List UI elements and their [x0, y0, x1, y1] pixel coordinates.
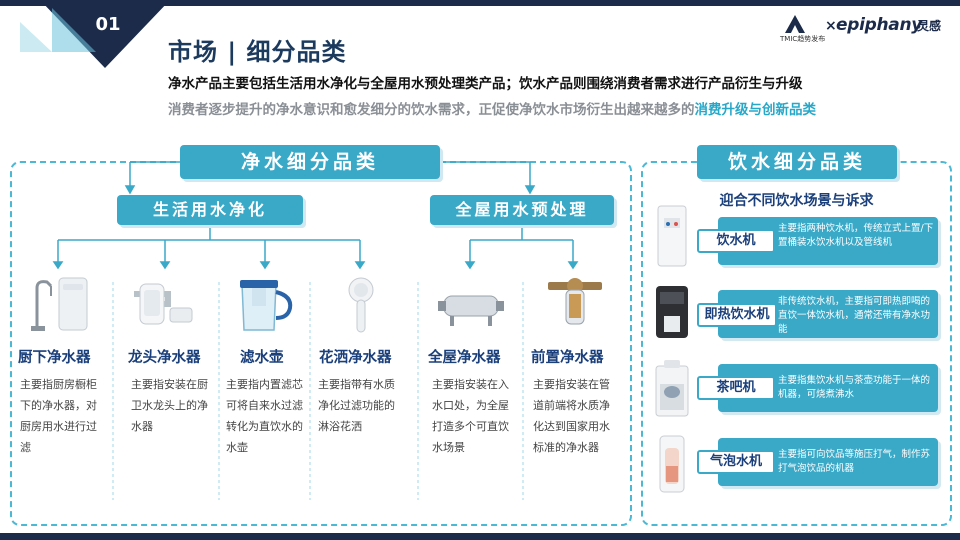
section-corner-decoration: [20, 0, 170, 68]
whole-house-purifier-icon: [438, 295, 504, 326]
drinking-desc-tea-bar: 主要指集饮水机与茶壶功能于一体的机器，可烧煮沸水: [778, 375, 931, 400]
instant-hot-dispenser-icon: [656, 286, 688, 338]
group-whole-house: 全屋用水预处理: [430, 195, 614, 225]
subtitle-line-1: 净水产品主要包括生活用水净化与全屋用水预处理类产品；饮水产品则围绕消费者需求进行…: [168, 76, 803, 92]
drinking-label-dispenser: 饮水机: [697, 229, 775, 253]
product-desc-pitcher: 主要指内置滤芯可将自来水过滤转化为直饮水的水壶: [226, 378, 303, 454]
drinking-card-soda: 主要指可向饮品等施压打气，制作苏打气泡饮品的机器: [718, 438, 938, 486]
product-desc-under-sink: 主要指厨房橱柜下的净水器，对厨房用水进行过滤: [20, 378, 97, 454]
drinking-subheader: 迎合不同饮水场景与诉求: [719, 193, 874, 209]
product-title-under-sink: 厨下净水器: [18, 350, 91, 366]
product-desc-whole-house: 主要指安装在入水口处，为全屋打造多个可直饮水场景: [432, 378, 509, 454]
group-life-water: 生活用水净化: [117, 195, 303, 225]
pre-filter-icon: [548, 278, 602, 325]
subtitle-line-2: 消费者逐步提升的净水意识和愈发细分的饮水需求，正促使净饮水市场衍生出越来越多的消…: [168, 98, 816, 118]
shower-head-icon: [348, 277, 374, 333]
section-number: 01: [95, 14, 121, 35]
drinking-desc-dispenser: 主要指两种饮水机，传统立式上置/下置桶装水饮水机以及管线机: [778, 223, 934, 248]
product-title-pitcher: 滤水壶: [240, 350, 284, 366]
purification-header: 净水细分品类: [180, 145, 440, 179]
product-title-shower: 花洒净水器: [319, 350, 392, 366]
product-desc-pre-filter: 主要指安装在管道前端将水质净化达到国家用水标准的净水器: [533, 378, 610, 454]
subtitle-line-2-text: 消费者逐步提升的净水意识和愈发细分的饮水需求，正促使净饮水市场衍生出越来越多的: [168, 102, 695, 118]
filter-pitcher-icon: [240, 280, 293, 331]
tea-bar-machine-icon: [655, 360, 689, 417]
subtitle-highlight: 消费升级与创新品类: [694, 102, 817, 118]
bottom-strip: [0, 533, 960, 540]
drinking-header: 饮水细分品类: [697, 145, 897, 179]
product-title-whole-house: 全屋净水器: [428, 350, 501, 366]
brand-tmic: TMIC趋势发布: [780, 35, 826, 43]
drinking-label-tea-bar: 茶吧机: [697, 376, 775, 400]
water-dispenser-icon: [657, 205, 687, 267]
brand-epiphany: epiphany: [836, 15, 923, 35]
page-title: 市场 | 细分品类: [168, 38, 347, 66]
brand-separator: ×: [825, 18, 837, 34]
top-strip: [0, 0, 960, 6]
drinking-desc-instant-hot: 非传统饮水机，主要指可即热即喝的直饮一体饮水机，通常还带有净水功能: [778, 296, 931, 335]
under-sink-purifier-icon: [31, 277, 88, 331]
product-title-pre-filter: 前置净水器: [531, 350, 604, 366]
product-desc-faucet: 主要指安装在厨卫水龙头上的净水器: [131, 378, 208, 433]
drinking-label-instant-hot: 即热饮水机: [697, 303, 777, 327]
faucet-purifier-icon: [134, 283, 193, 325]
soda-maker-icon: [659, 435, 685, 493]
brand-ling: 灵感: [917, 19, 942, 33]
tmic-logo-icon: [785, 15, 805, 33]
product-desc-shower: 主要指带有水质净化过滤功能的淋浴花洒: [318, 378, 395, 433]
drinking-label-soda: 气泡水机: [697, 450, 775, 474]
product-title-faucet: 龙头净水器: [128, 350, 201, 366]
drinking-desc-soda: 主要指可向饮品等施压打气，制作苏打气泡饮品的机器: [778, 449, 931, 474]
